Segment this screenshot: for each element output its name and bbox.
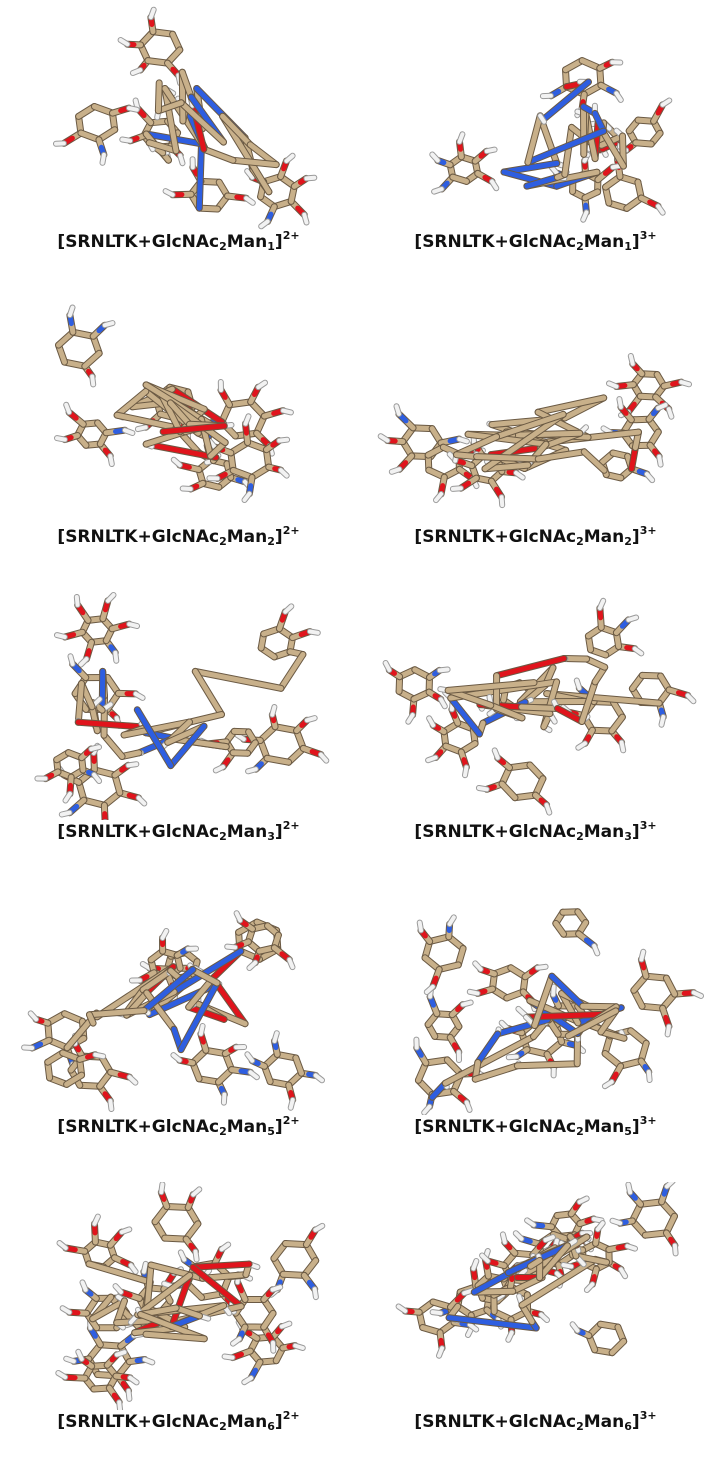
caption-subscript-glcnac: 2 <box>219 535 227 548</box>
structure-panel-man2-3: [SRNLTK+GlcNAc2Man2]3+ <box>357 295 714 590</box>
caption-man: Man <box>226 232 268 252</box>
molecule-stick-model <box>33 592 329 820</box>
caption-charge: 3+ <box>639 1409 657 1422</box>
structure-panel-man6-3: [SRNLTK+GlcNAc2Man6]3+ <box>357 1180 714 1475</box>
caption-charge: 2+ <box>282 524 300 537</box>
structure-caption: [SRNLTK+GlcNAc2Man5]2+ <box>0 1114 357 1138</box>
caption-subscript-man: 5 <box>267 1125 275 1138</box>
caption-subscript-man: 2 <box>624 535 632 548</box>
structure-caption: [SRNLTK+GlcNAc2Man2]2+ <box>0 524 357 548</box>
molecule-stick-model <box>428 57 672 223</box>
caption-bracket: ] <box>631 1412 640 1432</box>
caption-subscript-man: 6 <box>267 1420 275 1433</box>
caption-man: Man <box>226 1412 268 1432</box>
caption-bracket: ] <box>274 527 283 547</box>
molecule-stick-model <box>54 1182 325 1410</box>
molecule-stick-model <box>382 597 696 816</box>
caption-subscript-glcnac: 2 <box>219 1125 227 1138</box>
caption-charge: 3+ <box>639 229 657 242</box>
caption-charge: 2+ <box>282 1114 300 1127</box>
caption-base: [SRNLTK+GlcNAc <box>57 527 220 547</box>
caption-subscript-man: 5 <box>624 1125 632 1138</box>
caption-subscript-man: 1 <box>267 240 275 253</box>
caption-subscript-man: 2 <box>267 535 275 548</box>
structure-caption: [SRNLTK+GlcNAc2Man6]3+ <box>357 1409 714 1433</box>
caption-man: Man <box>583 232 625 252</box>
structure-panel-man1-2: [SRNLTK+GlcNAc2Man1]2+ <box>0 0 357 295</box>
structure-caption: [SRNLTK+GlcNAc2Man2]3+ <box>357 524 714 548</box>
structure-panel-man1-3: [SRNLTK+GlcNAc2Man1]3+ <box>357 0 714 295</box>
molecule-stick-model <box>395 1182 679 1359</box>
structure-caption: [SRNLTK+GlcNAc2Man1]2+ <box>0 229 357 253</box>
molecule-stick-model <box>412 908 704 1115</box>
caption-base: [SRNLTK+GlcNAc <box>57 822 220 842</box>
caption-subscript-glcnac: 2 <box>576 1420 584 1433</box>
caption-charge: 3+ <box>639 819 657 832</box>
molecule-stick-model <box>377 353 692 509</box>
structure-panel-man3-2: [SRNLTK+GlcNAc2Man3]2+ <box>0 590 357 885</box>
structure-caption: [SRNLTK+GlcNAc2Man3]3+ <box>357 819 714 843</box>
caption-charge: 2+ <box>282 1409 300 1422</box>
caption-man: Man <box>583 1412 625 1432</box>
caption-charge: 3+ <box>639 524 657 537</box>
caption-subscript-glcnac: 2 <box>576 830 584 843</box>
caption-subscript-man: 6 <box>624 1420 632 1433</box>
structure-panel-man5-3: [SRNLTK+GlcNAc2Man5]3+ <box>357 885 714 1180</box>
caption-subscript-man: 3 <box>624 830 632 843</box>
caption-bracket: ] <box>631 1117 640 1137</box>
caption-bracket: ] <box>274 232 283 252</box>
caption-charge: 2+ <box>282 229 300 242</box>
caption-base: [SRNLTK+GlcNAc <box>57 1117 220 1137</box>
structure-caption: [SRNLTK+GlcNAc2Man1]3+ <box>357 229 714 253</box>
caption-base: [SRNLTK+GlcNAc <box>414 527 577 547</box>
caption-base: [SRNLTK+GlcNAc <box>414 232 577 252</box>
caption-subscript-man: 1 <box>624 240 632 253</box>
structure-panel-man5-2: [SRNLTK+GlcNAc2Man5]2+ <box>0 885 357 1180</box>
caption-man: Man <box>226 1117 268 1137</box>
caption-charge: 2+ <box>282 819 300 832</box>
structure-caption: [SRNLTK+GlcNAc2Man3]2+ <box>0 819 357 843</box>
molecule-stick-model <box>20 910 325 1112</box>
molecule-stick-model <box>53 304 294 503</box>
caption-bracket: ] <box>274 1117 283 1137</box>
caption-subscript-man: 3 <box>267 830 275 843</box>
caption-subscript-glcnac: 2 <box>576 240 584 253</box>
caption-bracket: ] <box>274 1412 283 1432</box>
structure-panel-man6-2: [SRNLTK+GlcNAc2Man6]2+ <box>0 1180 357 1475</box>
caption-bracket: ] <box>274 822 283 842</box>
caption-subscript-glcnac: 2 <box>576 535 584 548</box>
caption-subscript-glcnac: 2 <box>219 1420 227 1433</box>
structure-caption: [SRNLTK+GlcNAc2Man5]3+ <box>357 1114 714 1138</box>
caption-bracket: ] <box>631 232 640 252</box>
structure-panel-man3-3: [SRNLTK+GlcNAc2Man3]3+ <box>357 590 714 885</box>
caption-bracket: ] <box>631 822 640 842</box>
caption-man: Man <box>583 822 625 842</box>
caption-base: [SRNLTK+GlcNAc <box>414 822 577 842</box>
structure-caption: [SRNLTK+GlcNAc2Man6]2+ <box>0 1409 357 1433</box>
caption-subscript-glcnac: 2 <box>219 830 227 843</box>
caption-subscript-glcnac: 2 <box>576 1125 584 1138</box>
caption-man: Man <box>583 1117 625 1137</box>
structure-panel-man2-2: [SRNLTK+GlcNAc2Man2]2+ <box>0 295 357 590</box>
caption-base: [SRNLTK+GlcNAc <box>414 1412 577 1432</box>
caption-bracket: ] <box>631 527 640 547</box>
caption-base: [SRNLTK+GlcNAc <box>57 232 220 252</box>
caption-man: Man <box>226 527 268 547</box>
caption-base: [SRNLTK+GlcNAc <box>414 1117 577 1137</box>
caption-man: Man <box>226 822 268 842</box>
molecule-stick-model <box>52 6 317 230</box>
caption-subscript-glcnac: 2 <box>219 240 227 253</box>
caption-man: Man <box>583 527 625 547</box>
caption-base: [SRNLTK+GlcNAc <box>57 1412 220 1432</box>
caption-charge: 3+ <box>639 1114 657 1127</box>
